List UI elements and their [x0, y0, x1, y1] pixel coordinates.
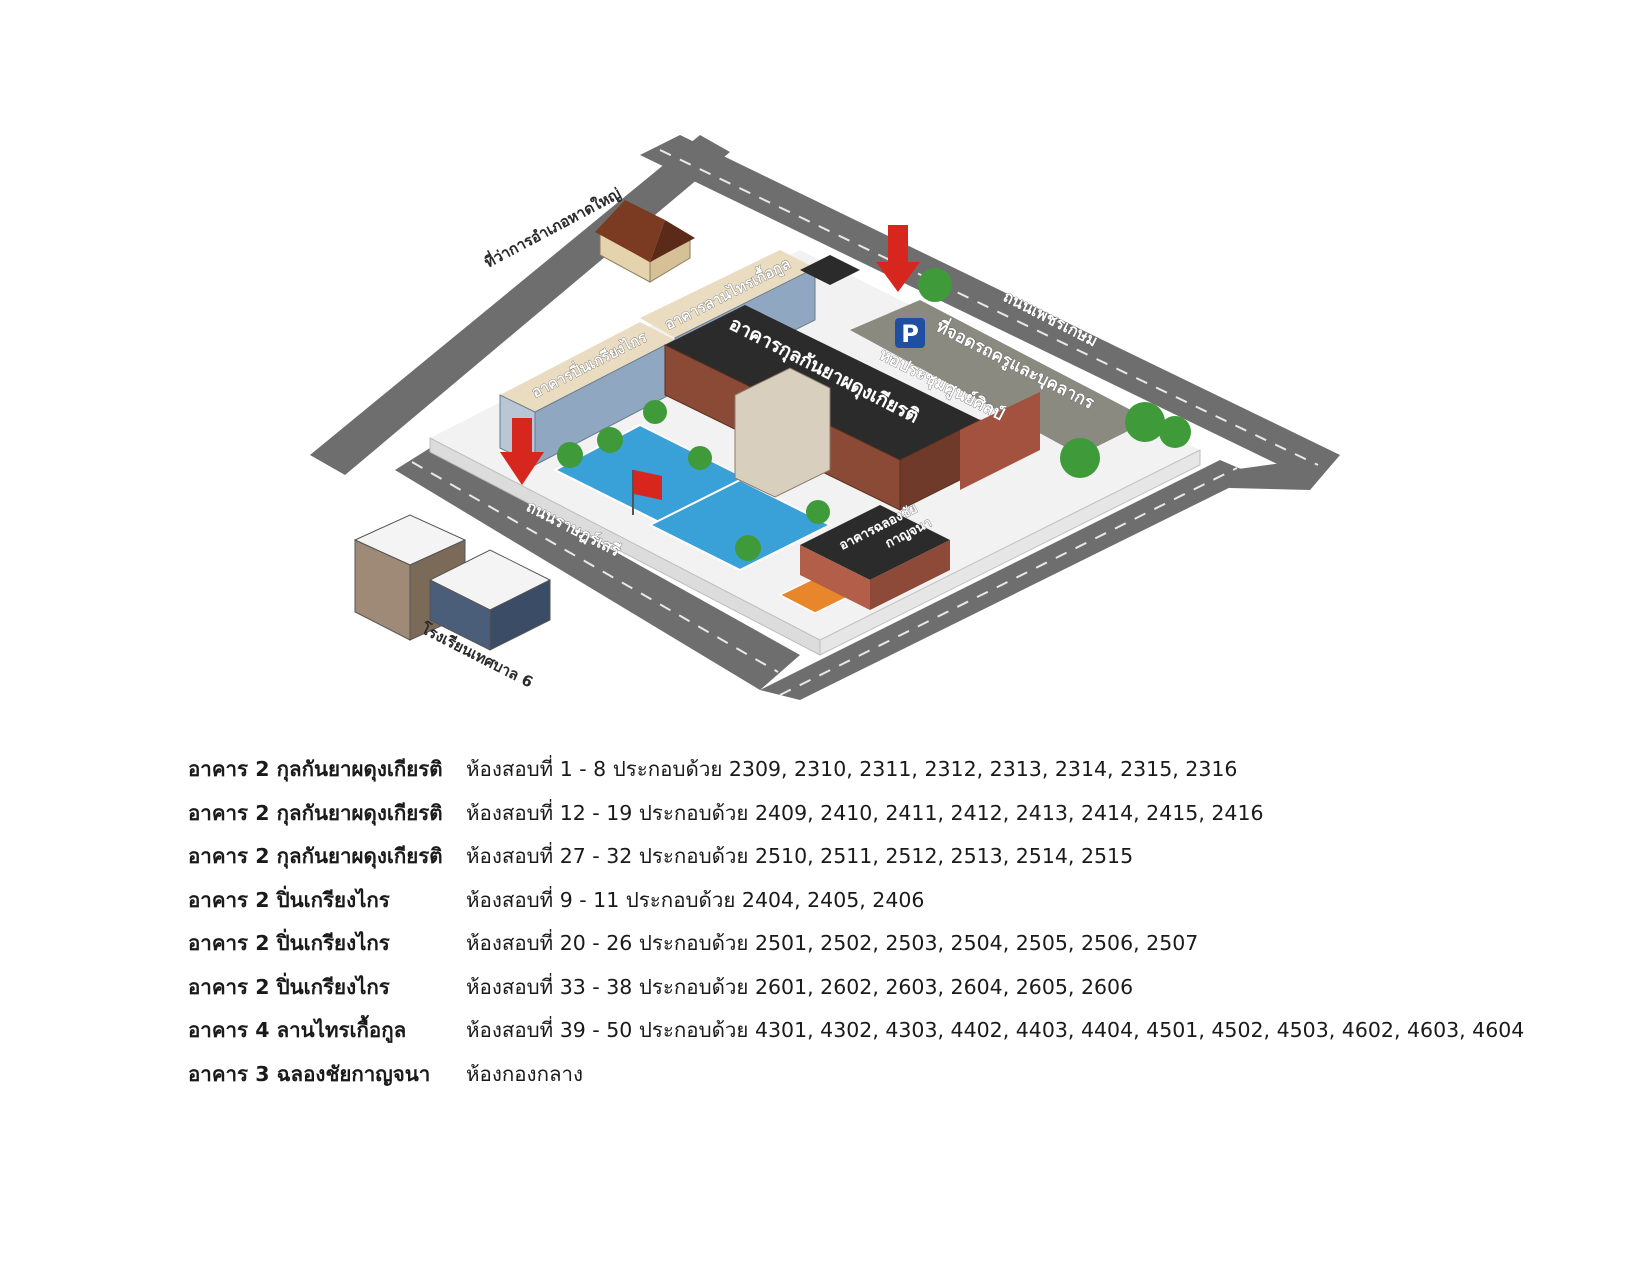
- entrance-arrow-top: [876, 225, 920, 292]
- campus-map: P ที่ว่าการอำเภอหาดใหญ่ อาคารลานไทรเกื้อ…: [310, 135, 1340, 700]
- listing-building: อาคาร 2 ปิ่นเกรียงไกร: [188, 887, 390, 912]
- listing-rooms: ห้องสอบที่ 33 - 38 ประกอบด้วย 2601, 2602…: [466, 974, 1134, 999]
- listing-rooms: ห้องสอบที่ 39 - 50 ประกอบด้วย 4301, 4302…: [466, 1018, 1525, 1042]
- court-right: [647, 478, 833, 572]
- wall-front-right: [819, 449, 1201, 656]
- listing-rooms: ห้องสอบที่ 27 - 32 ประกอบด้วย 2510, 2511…: [466, 844, 1134, 868]
- road-dash-bottom: [411, 461, 779, 673]
- buildings: [353, 200, 1040, 651]
- trees: [557, 268, 1191, 561]
- chalong-building: [800, 505, 950, 610]
- road-bottom: [395, 448, 800, 690]
- listing-building: อาคาร 4 ลานไทรเกื้อกูล: [188, 1018, 407, 1042]
- entrance-arrow-left: [500, 418, 544, 485]
- flag: [632, 470, 662, 515]
- road-top: [640, 135, 1340, 475]
- listing-rooms: ห้องสอบที่ 1 - 8 ประกอบด้วย 2309, 2310, …: [466, 757, 1238, 781]
- municipal-school-building: [353, 514, 552, 651]
- listing-building: อาคาร 3 ฉลองชัยกาญจนา: [188, 1061, 431, 1086]
- listing-row: อาคาร 3 ฉลองชัยกาญจนา ห้องกองกลาง: [188, 1053, 1524, 1097]
- listing-building: อาคาร 2 ปิ่นเกรียงไกร: [188, 974, 390, 999]
- road-dash-top: [659, 149, 1319, 466]
- parking-sign-text: P: [901, 320, 919, 348]
- listing-row: อาคาร 4 ลานไทรเกื้อกูล ห้องสอบที่ 39 - 5…: [188, 1009, 1524, 1053]
- listing-rooms: ห้องกองกลาง: [466, 1061, 584, 1086]
- listing-rooms: ห้องสอบที่ 9 - 11 ประกอบด้วย 2404, 2405,…: [466, 887, 925, 912]
- listing-building: อาคาร 2 กุลกันยาผดุงเกียรติ: [188, 800, 443, 825]
- kulkanya-building: [664, 305, 1040, 511]
- district-office-house: [595, 200, 695, 283]
- listing-row: อาคาร 2 ปิ่นเกรียงไกร ห้องสอบที่ 20 - 26 …: [188, 922, 1524, 966]
- listing-row: อาคาร 2 กุลกันยาผดุงเกียรติ ห้องสอบที่ 1 …: [188, 748, 1524, 792]
- listing-rooms: ห้องสอบที่ 20 - 26 ประกอบด้วย 2501, 2502…: [466, 931, 1199, 955]
- listing-rooms: ห้องสอบที่ 12 - 19 ประกอบด้วย 2409, 2410…: [466, 800, 1264, 825]
- listing-row: อาคาร 2 ปิ่นเกรียงไกร ห้องสอบที่ 33 - 38 …: [188, 966, 1524, 1010]
- listing-row: อาคาร 2 กุลกันยาผดุงเกียรติ ห้องสอบที่ 12…: [188, 792, 1524, 836]
- listing-row: อาคาร 2 ปิ่นเกรียงไกร ห้องสอบที่ 9 - 11 ป…: [188, 879, 1524, 923]
- road-bottom-right: [760, 460, 1255, 700]
- entrance-markers: [500, 225, 920, 515]
- listing-row: อาคาร 2 กุลกันยาผดุงเกียรติ ห้องสอบที่ 27…: [188, 835, 1524, 879]
- exam-room-listing: อาคาร 2 กุลกันยาผดุงเกียรติ ห้องสอบที่ 1 …: [188, 748, 1524, 1096]
- parking-sign: P: [895, 318, 925, 348]
- listing-building: อาคาร 2 กุลกันยาผดุงเกียรติ: [188, 757, 443, 781]
- road-dash-bottom-right: [779, 467, 1238, 696]
- listing-building: อาคาร 2 กุลกันยาผดุงเกียรติ: [188, 844, 443, 868]
- listing-building: อาคาร 2 ปิ่นเกรียงไกร: [188, 931, 390, 955]
